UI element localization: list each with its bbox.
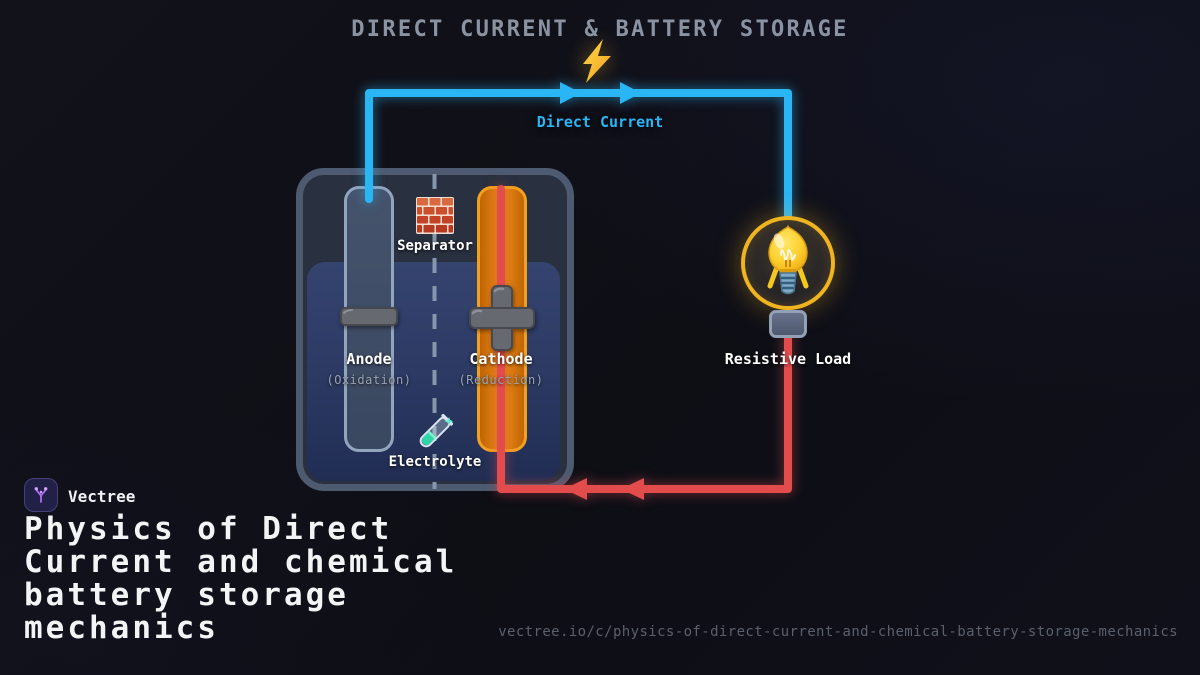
- plus-sign-icon: [469, 285, 535, 351]
- lightning-icon: [583, 39, 611, 83]
- brand-name: Vectree: [68, 487, 136, 506]
- anode-sublabel: (Oxidation): [326, 373, 412, 387]
- resistive-load-label: Resistive Load: [724, 350, 852, 368]
- page-title: DIRECT CURRENT & BATTERY STORAGE: [351, 17, 849, 42]
- positive-current-wire: [365, 82, 792, 225]
- return-current-wire: [497, 185, 792, 500]
- cathode-label-group: Cathode (Reduction): [441, 350, 561, 387]
- light-bulb-icon: [767, 225, 809, 295]
- vectree-logo-icon: [24, 478, 58, 512]
- separator-label: Separator: [397, 238, 473, 254]
- article-title: Physics of Direct Current and chemical b…: [24, 511, 458, 646]
- load-terminal: [769, 310, 807, 338]
- current-arrow-left-icon: [564, 478, 587, 500]
- current-arrow-right-icon: [560, 82, 581, 104]
- electrolyte-label: Electrolyte: [388, 454, 482, 470]
- current-arrow-left-icon: [621, 478, 644, 500]
- direct-current-label: Direct Current: [536, 113, 664, 131]
- anode-label-group: Anode (Oxidation): [309, 350, 429, 387]
- cathode-label: Cathode: [469, 350, 533, 368]
- cathode-sublabel: (Reduction): [458, 373, 544, 387]
- brick-wall-icon: [416, 197, 454, 234]
- test-tube-icon: [419, 413, 454, 448]
- minus-sign-icon: [340, 307, 398, 326]
- anode-label: Anode: [346, 350, 392, 368]
- article-url: vectree.io/c/physics-of-direct-current-a…: [498, 624, 1178, 640]
- current-arrow-right-icon: [620, 82, 641, 104]
